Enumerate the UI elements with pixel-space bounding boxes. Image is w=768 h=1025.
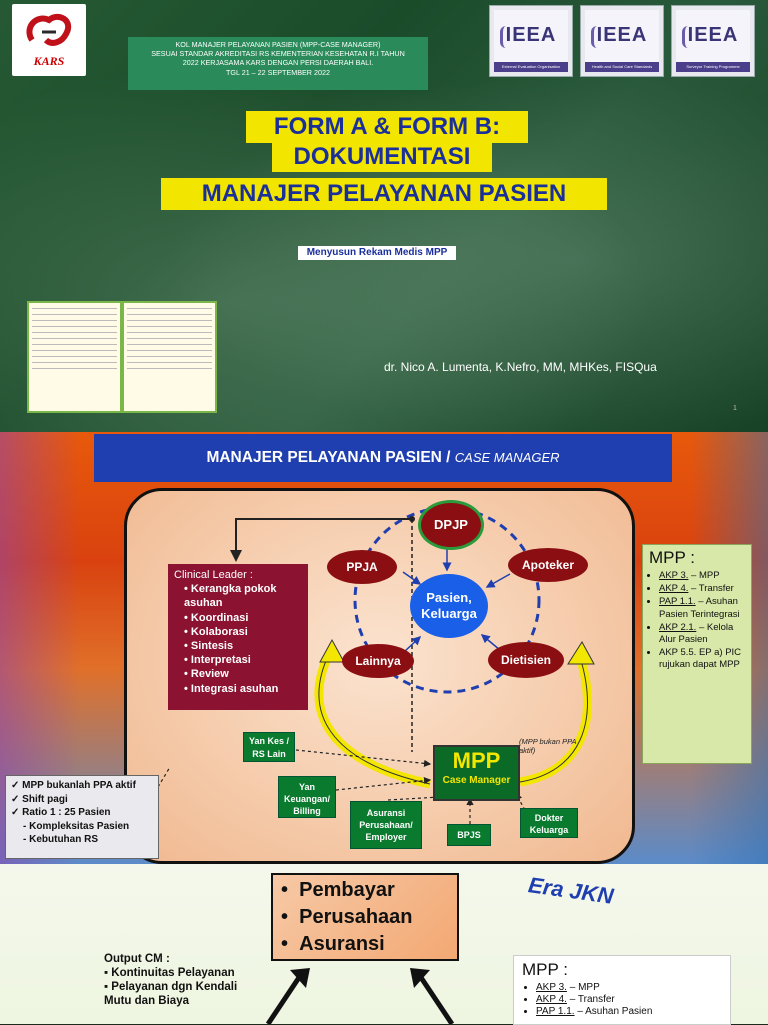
stakeholder-yan-kes: Yan Kes / RS Lain [243, 732, 295, 762]
kars-emblem-icon [26, 13, 71, 46]
standard-item: PAP 1.1. – Asuhan Pasien Terintegrasi [659, 596, 745, 620]
node-apoteker: Apoteker [508, 548, 588, 582]
form-thumbnails [27, 301, 217, 413]
ieea-logo-3: IEEA Surveyor Training Programme [671, 5, 755, 77]
node-ppja: PPJA [327, 550, 397, 584]
ieea-wave-icon [591, 26, 604, 48]
form-a-thumbnail [27, 301, 122, 413]
slide-title: KARS IEEA External Evaluation Organisati… [0, 0, 768, 432]
mpp-standards-panel-2: MPP : AKP 3. – MPP AKP 4. – Transfer PAP… [513, 955, 731, 1025]
check-icon: ✓ [11, 793, 23, 805]
subtitle: Menyusun Rekam Medis MPP [298, 246, 456, 260]
node-dpjp: DPJP [418, 500, 484, 550]
standard-item: AKP 3. – MPP [536, 982, 722, 994]
payer-box: • Pembayar • Perusahaan • Asuransi [271, 873, 459, 961]
mpp-standards-panel: MPP : AKP 3. – MPP AKP 4. – Transfer PAP… [642, 544, 752, 764]
standard-item: AKP 4. – Transfer [659, 583, 745, 595]
clinical-leader-item: • Review [184, 668, 229, 681]
output-cm: Output CM : ▪ Kontinuitas Pelayanan ▪ Pe… [104, 953, 238, 1007]
check-icon: ✓ [11, 807, 23, 818]
clinical-leader-item: • Kerangka pokok asuhan [184, 583, 277, 610]
node-lainnya: Lainnya [342, 644, 414, 678]
kars-logo: KARS [12, 4, 86, 76]
diagram-connectors [157, 506, 595, 824]
clinical-leader-item: • Integrasi asuhan [184, 682, 279, 695]
form-b-thumbnail [122, 301, 217, 413]
slide-header: MANAJER PELAYANAN PASIEN / CASE MANAGER [94, 434, 672, 482]
node-dietisien: Dietisien [488, 642, 564, 678]
standard-item: AKP 5.5. EP a) PIC rujukan dapat MPP [659, 647, 745, 671]
node-patient-family: Pasien, Keluarga [410, 574, 488, 638]
title-line-2: DOKUMENTASI [272, 142, 492, 172]
standard-item: AKP 2.1. – Kelola Alur Pasien [659, 622, 745, 646]
slide-case-manager: MANAJER PELAYANAN PASIEN / CASE MANAGER [0, 432, 768, 864]
ieea-wave-icon [500, 26, 513, 48]
stakeholder-bpjs: BPJS [447, 824, 491, 846]
page-number: 1 [733, 405, 737, 412]
care-cycle-ring [353, 506, 541, 694]
kars-logo-text: KARS [33, 54, 65, 68]
mpp-case-manager-box: MPP Case Manager [433, 745, 520, 801]
stakeholder-yan-keuangan: Yan Keuangan/ Billing [278, 776, 336, 818]
check-icon: ✓ [11, 780, 23, 791]
stakeholder-asuransi: Asuransi Perusahaan/ Employer [350, 801, 422, 849]
mpp-note: (MPP bukan PPA aktif) [519, 737, 577, 755]
clinical-leader-item: • Kolaborasi [184, 625, 248, 638]
title-line-3: MANAJER PELAYANAN PASIEN [161, 178, 607, 210]
author-name: dr. Nico A. Lumenta, K.Nefro, MM, MHKes,… [384, 360, 657, 374]
clinical-leader-item: • Koordinasi [184, 611, 249, 624]
ieea-wave-icon [682, 26, 695, 48]
ieea-logo-1: IEEA External Evaluation Organisation [489, 5, 573, 77]
ieea-logo-2: IEEA Health and Social Care Standards [580, 5, 664, 77]
clinical-leader-box: Clinical Leader : • Kerangka pokok asuha… [168, 564, 308, 710]
payer-arrows [265, 968, 455, 1024]
clinical-leader-item: • Sintesis [184, 640, 234, 653]
clinical-leader-item: • Interpretasi [184, 654, 251, 667]
stakeholder-dokter-keluarga: Dokter Keluarga [520, 808, 578, 838]
event-info-box: KOL MANAJER PELAYANAN PASIEN (MPP-CASE M… [128, 37, 428, 90]
standard-item: AKP 3. – MPP [659, 570, 745, 582]
mpp-checklist: ✓ MPP bukanlah PPA aktif ✓ Shift pagi ✓ … [5, 775, 159, 859]
title-line-1: FORM A & FORM B: [246, 111, 528, 143]
standard-item: AKP 4. – Transfer [536, 994, 722, 1006]
standard-item: PAP 1.1. – Asuhan Pasien [536, 1006, 722, 1018]
